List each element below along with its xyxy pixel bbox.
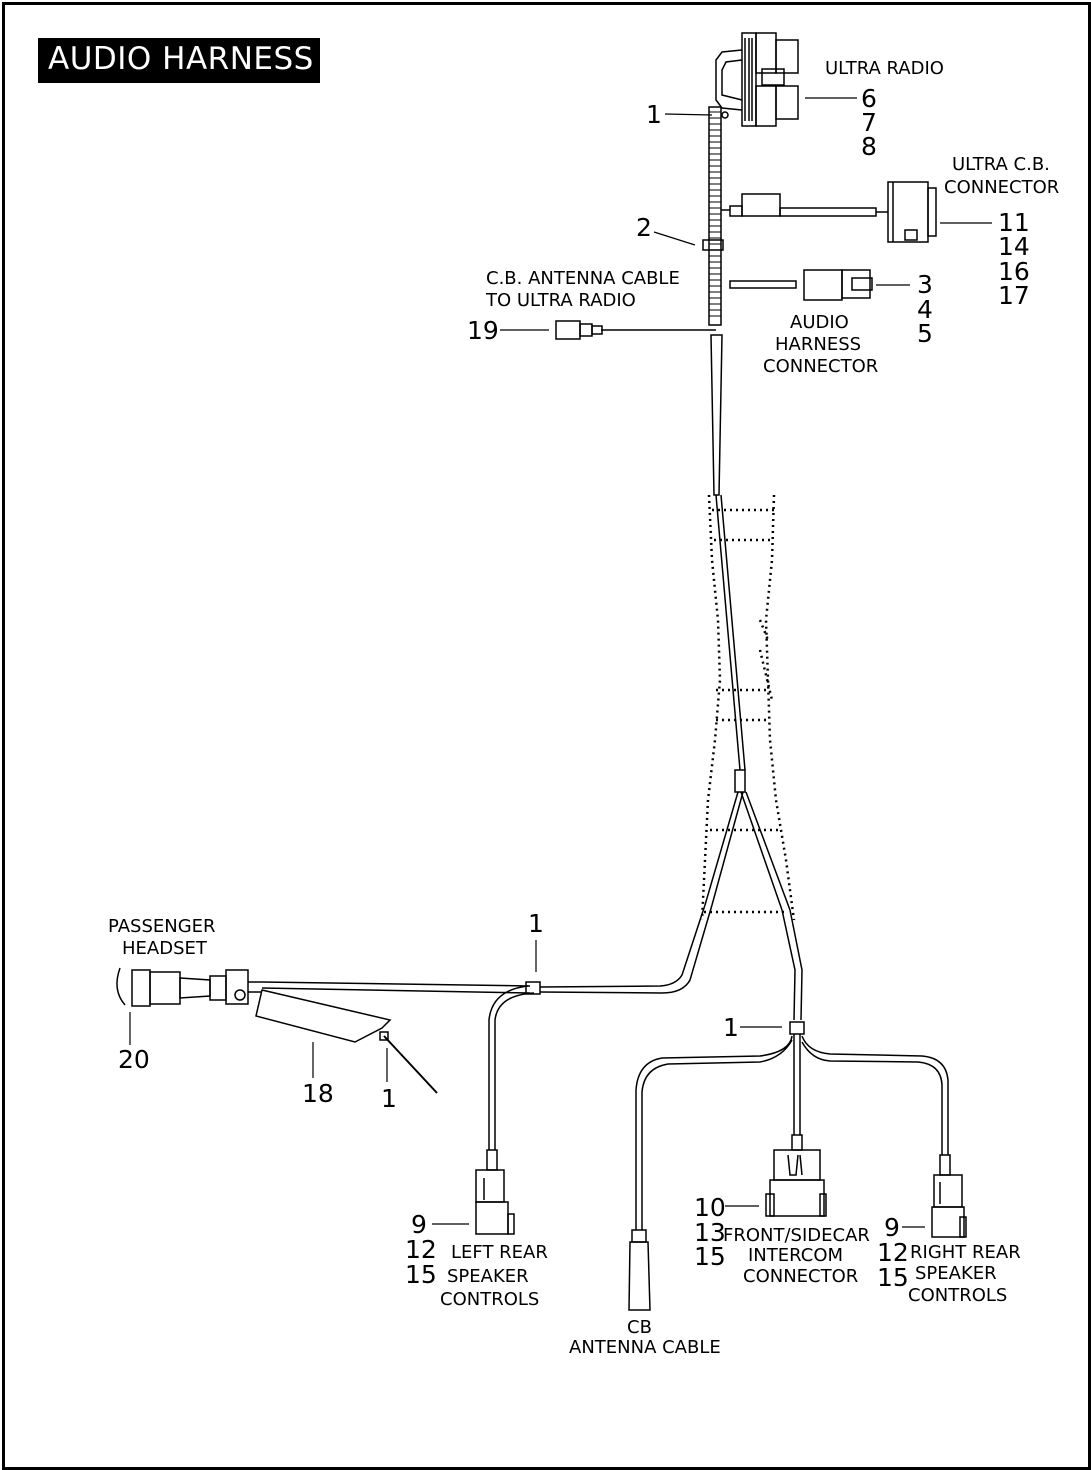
headset-branch xyxy=(261,904,713,1150)
callout-audio-part-5: 5 xyxy=(917,319,933,348)
callout-cb-part-17: 17 xyxy=(998,281,1030,310)
label-passenger-headset-line1: PASSENGER xyxy=(108,916,216,937)
label-audio-harness-line3: CONNECTOR xyxy=(763,356,878,377)
right-rear-speaker-connector xyxy=(931,1154,967,1238)
clip-2 xyxy=(702,239,724,251)
label-right-rear-line2: SPEAKER xyxy=(915,1263,997,1284)
callout-intercom-15: 15 xyxy=(694,1242,726,1271)
intercom-connector xyxy=(765,1134,827,1217)
protective-sleeve xyxy=(255,989,392,1043)
callout-branch-clip-right: 1 xyxy=(723,1013,739,1042)
callout-sleeve-18: 18 xyxy=(302,1079,334,1108)
callout-right-rear-15: 15 xyxy=(877,1263,909,1292)
title-box: AUDIO HARNESS xyxy=(38,38,320,83)
label-cb-antenna-to-radio-line1: C.B. ANTENNA CABLE xyxy=(486,268,680,289)
label-left-rear-line1: LEFT REAR xyxy=(451,1242,548,1263)
callout-branch-clip-left: 1 xyxy=(528,909,544,938)
label-left-rear-line2: SPEAKER xyxy=(447,1266,529,1287)
label-right-rear-line3: CONTROLS xyxy=(908,1285,1007,1306)
label-passenger-headset-line2: HEADSET xyxy=(122,938,208,959)
callout-left-rear-12: 12 xyxy=(405,1235,437,1264)
callout-left-rear-9: 9 xyxy=(411,1210,427,1239)
cable-tie-head xyxy=(379,1031,389,1041)
left-rear-speaker-connector xyxy=(475,1149,515,1235)
callout-radio-clip: 1 xyxy=(646,100,662,129)
callout-cb-part-11: 11 xyxy=(998,208,1030,237)
label-left-rear-line3: CONTROLS xyxy=(440,1289,539,1310)
callout-intercom-10: 10 xyxy=(694,1193,726,1222)
label-audio-harness-line2: HARNESS xyxy=(775,334,861,355)
label-ultra-cb-line1: ULTRA C.B. xyxy=(952,154,1050,175)
leader-lines xyxy=(129,97,992,1228)
callout-radio-part-8: 8 xyxy=(861,132,877,161)
callout-cb-part-14: 14 xyxy=(998,232,1030,261)
label-audio-harness-line1: AUDIO xyxy=(790,312,849,333)
label-intercom-line3: CONNECTOR xyxy=(743,1266,858,1287)
cb-antenna-cable-to-radio xyxy=(555,320,716,340)
cable-tie xyxy=(383,1035,438,1094)
callout-right-rear-9: 9 xyxy=(884,1213,900,1242)
callout-intercom-13: 13 xyxy=(694,1218,726,1247)
callout-left-rear-15: 15 xyxy=(405,1260,437,1289)
callout-cb-antenna-19: 19 xyxy=(467,316,499,345)
callout-tie-1: 1 xyxy=(381,1084,397,1113)
callout-radio-part-6: 6 xyxy=(861,84,877,113)
label-intercom-line1: FRONT/SIDECAR xyxy=(723,1225,870,1246)
audio-harness-connector-branch xyxy=(729,269,873,301)
callout-headset-20: 20 xyxy=(118,1045,150,1074)
label-intercom-line2: INTERCOM xyxy=(748,1245,843,1266)
ultra-cb-branch xyxy=(721,181,937,243)
callout-cb-part-16: 16 xyxy=(998,257,1030,286)
callout-harness-clip: 2 xyxy=(636,213,652,242)
diagram-title: AUDIO HARNESS xyxy=(48,41,314,77)
callout-audio-part-4: 4 xyxy=(917,295,933,324)
label-cb-antenna-line2: ANTENNA CABLE xyxy=(569,1337,721,1358)
main-trunk-harness xyxy=(704,106,791,911)
label-ultra-cb-line2: CONNECTOR xyxy=(944,177,1059,198)
label-right-rear-line1: RIGHT REAR xyxy=(910,1242,1021,1263)
passenger-headset-connector xyxy=(116,967,262,1007)
label-cb-antenna-line1: CB xyxy=(627,1317,652,1338)
cb-antenna-cable-end xyxy=(628,1229,651,1311)
ultra-radio-unit xyxy=(715,32,799,127)
label-ultra-radio: ULTRA RADIO xyxy=(825,58,944,79)
fairing-outline xyxy=(700,494,796,921)
rear-branch xyxy=(635,909,949,1230)
callout-audio-part-3: 3 xyxy=(917,270,933,299)
callout-right-rear-12: 12 xyxy=(877,1238,909,1267)
callout-radio-part-7: 7 xyxy=(861,108,877,137)
label-cb-antenna-to-radio-line2: TO ULTRA RADIO xyxy=(485,290,636,311)
